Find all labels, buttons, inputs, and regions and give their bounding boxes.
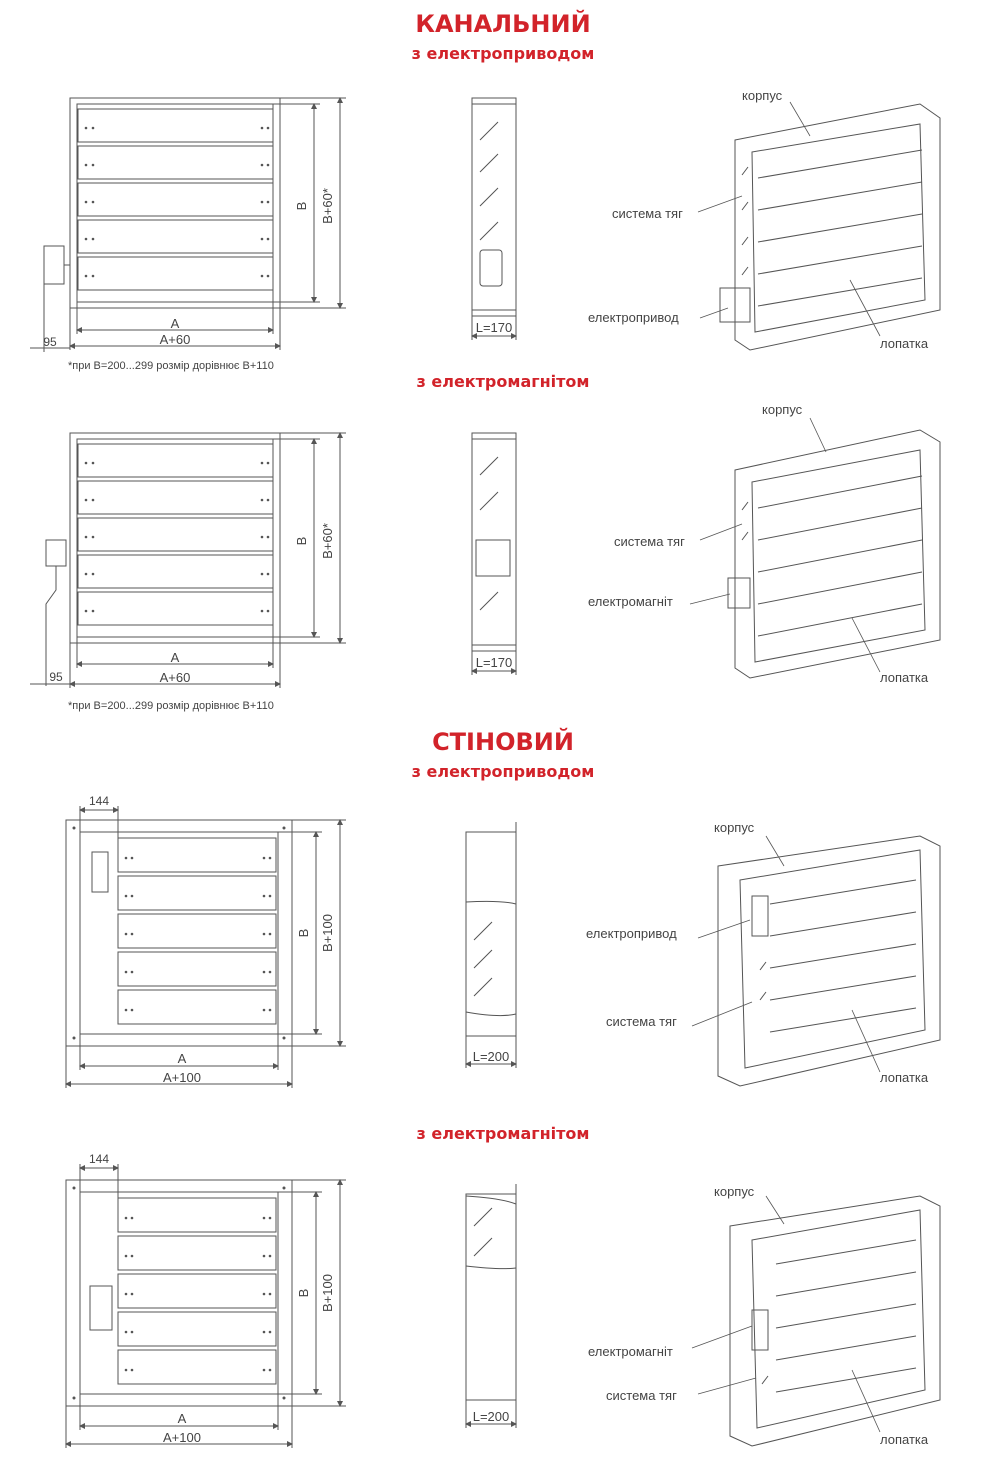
dim-a: A: [178, 1411, 187, 1426]
side-view-wall-magnet: [465, 1184, 517, 1428]
actuator-box: [43, 245, 65, 285]
label-drive: електропривод: [586, 926, 677, 941]
front-view-wall-magnet: [65, 1164, 346, 1448]
dim-length: L=200: [473, 1049, 510, 1064]
actuator-box: [719, 287, 751, 323]
front-view-wall-drive: [65, 806, 346, 1088]
dim-a-total: A+100: [163, 1430, 201, 1445]
dim-a: A: [171, 316, 180, 331]
dim-a-total: A+60: [160, 670, 191, 685]
dim-a: A: [178, 1051, 187, 1066]
label-blade: лопатка: [880, 336, 929, 351]
label-blade: лопатка: [880, 1070, 929, 1085]
dim-b: B: [296, 1289, 311, 1298]
dim-b-total: B+60*: [320, 188, 335, 224]
side-view-duct-magnet: [471, 432, 517, 675]
iso-view-duct-drive: [719, 103, 941, 351]
subtitle-duct-drive: з електроприводом: [411, 44, 595, 63]
section-title-wall: СТІНОВИЙ: [432, 728, 574, 756]
dim-b-total: B+60*: [320, 523, 335, 559]
dim-offset: 95: [43, 335, 57, 349]
side-view-wall-drive: [465, 822, 517, 1068]
actuator-box: [91, 851, 109, 893]
label-magnet: електромагніт: [588, 594, 673, 609]
label-housing: корпус: [714, 820, 755, 835]
dim-a: A: [171, 650, 180, 665]
label-housing: корпус: [714, 1184, 755, 1199]
subtitle-wall-drive: з електроприводом: [411, 762, 595, 781]
label-linkage: система тяг: [606, 1014, 677, 1029]
iso-view-wall-magnet: [729, 1195, 941, 1447]
dim-b-total: B+100: [320, 1274, 335, 1312]
footnote-duct-drive: *при В=200...299 розмір дорівнює В+110: [68, 360, 274, 372]
label-blade: лопатка: [880, 670, 929, 685]
label-housing: корпус: [742, 88, 783, 103]
label-drive: електропривод: [588, 310, 679, 325]
label-linkage: система тяг: [612, 206, 683, 221]
footnote-duct-magnet: *при В=200...299 розмір дорівнює В+110: [68, 700, 274, 712]
label-housing: корпус: [762, 402, 803, 417]
dim-a-total: A+60: [160, 332, 191, 347]
side-view-duct-drive: [471, 97, 517, 340]
dim-length: L=170: [476, 320, 513, 335]
label-magnet: електромагніт: [588, 1344, 673, 1359]
dim-b-total: B+100: [320, 914, 335, 952]
dim-a-total: A+100: [163, 1070, 201, 1085]
dim-offset: 144: [89, 1152, 109, 1166]
label-blade: лопатка: [880, 1432, 929, 1447]
iso-view-wall-drive: [717, 835, 941, 1087]
dim-length: L=170: [476, 655, 513, 670]
dim-b: B: [296, 929, 311, 938]
subtitle-duct-magnet: з електромагнітом: [416, 372, 590, 391]
label-linkage: система тяг: [614, 534, 685, 549]
magnet-box: [751, 1309, 769, 1351]
dim-offset: 95: [49, 670, 63, 684]
actuator-box: [751, 895, 769, 937]
front-view-duct-magnet: [30, 432, 346, 688]
label-linkage: система тяг: [606, 1388, 677, 1403]
dim-offset: 144: [89, 794, 109, 808]
iso-view-duct-magnet: [727, 429, 941, 679]
dim-b: B: [294, 202, 309, 211]
magnet-box: [45, 539, 67, 567]
magnet-box: [727, 577, 751, 609]
dim-b: B: [294, 537, 309, 546]
front-view-duct-drive: [30, 97, 346, 352]
magnet-box: [89, 1285, 113, 1331]
subtitle-wall-magnet: з електромагнітом: [416, 1124, 590, 1143]
dim-length: L=200: [473, 1409, 510, 1424]
section-title-duct: КАНАЛЬНИЙ: [415, 10, 591, 38]
